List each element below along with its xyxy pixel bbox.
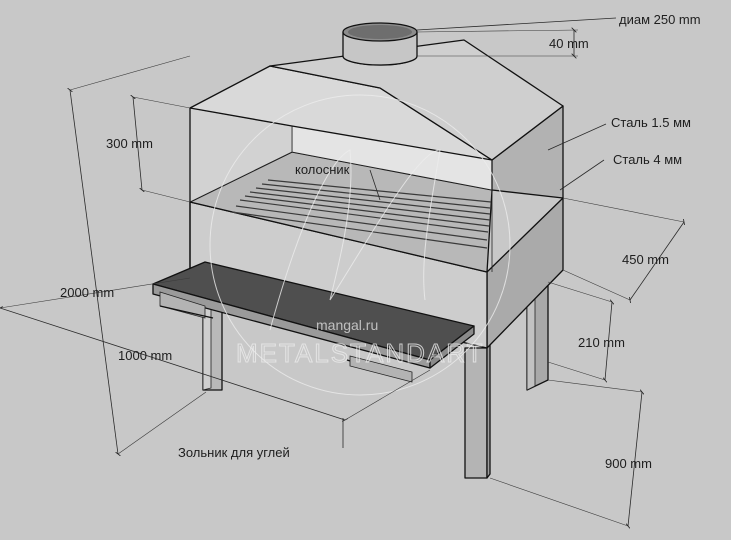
label-total-height: 2000 mm [60,285,114,300]
watermark-brand: METALSTANDART [236,338,484,368]
labels: диам 250 mm 40 mm Сталь 1.5 мм Сталь 4 м… [60,12,701,471]
grate [231,179,492,249]
label-steel-thin: Сталь 1.5 мм [611,115,691,130]
label-opening-height: 300 mm [106,136,153,151]
dimensions [0,17,684,526]
label-width: 1000 mm [118,348,172,363]
label-firebox-height: 210 mm [578,335,625,350]
label-pipe-height: 40 mm [549,36,589,51]
body [189,22,564,349]
label-steel-thick: Сталь 4 мм [613,152,682,167]
label-grate: колосник [295,162,350,177]
watermark-site: mangal.ru [316,317,378,333]
label-ash-tray: Зольник для углей [178,445,290,460]
label-leg-height: 900 mm [605,456,652,471]
label-depth: 450 mm [622,252,669,267]
label-pipe-diameter: диам 250 mm [619,12,701,27]
